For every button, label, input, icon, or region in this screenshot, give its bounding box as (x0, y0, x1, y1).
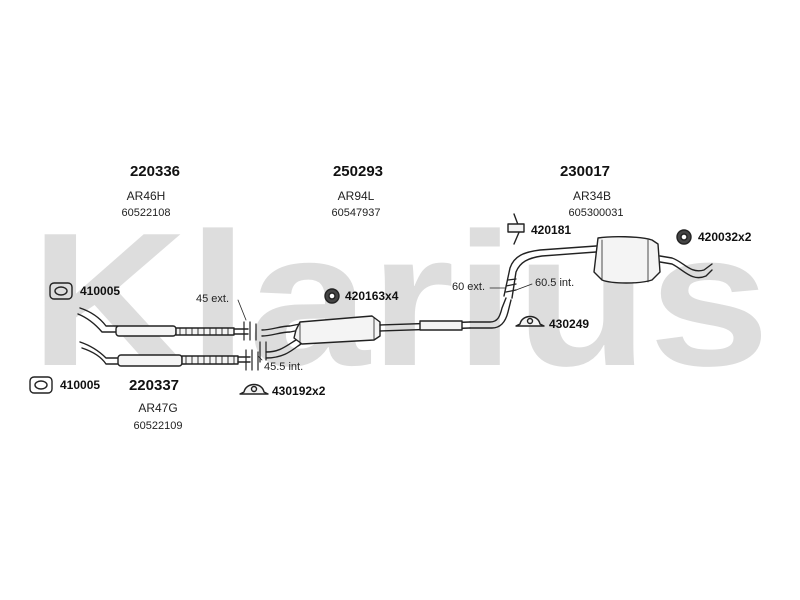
oe-605300031: 605300031 (568, 207, 624, 219)
gasket-410005-top-icon (49, 282, 73, 300)
ring-420032-icon (676, 229, 692, 245)
front-pipe-220337 (79, 341, 251, 367)
measurement-45-5-int: 45.5 int. (264, 361, 304, 373)
accessory-430192x2: 430192x2 (272, 384, 326, 398)
mount-430192-icon (239, 383, 269, 395)
front-pipe-220336 (77, 307, 249, 337)
mount-430249-icon (515, 315, 545, 327)
part-number-220337: 220337 (128, 377, 180, 394)
oe-60522109: 60522109 (133, 420, 183, 432)
watermark-text: Klarius (30, 194, 770, 406)
accessory-410005-bottom: 410005 (60, 378, 101, 392)
measurement-60-ext: 60 ext. (452, 281, 486, 293)
clamps-front (243, 321, 267, 371)
code-ar47g: AR47G (138, 401, 178, 415)
accessory-410005-top: 410005 (80, 284, 121, 298)
part-number-250293: 250293 (332, 163, 384, 180)
measurement-45-ext: 45 ext. (196, 293, 230, 305)
measurement-60-5-int: 60.5 int. (535, 277, 575, 289)
ring-420163-icon (324, 288, 340, 304)
measurement-leaders (237, 283, 533, 361)
accessory-420181: 420181 (531, 223, 572, 237)
accessory-420032x2: 420032x2 (698, 230, 752, 244)
code-ar46h: AR46H (126, 189, 166, 203)
gasket-410005-bottom-icon (29, 376, 53, 394)
accessory-430249: 430249 (549, 317, 590, 331)
accessory-420163x4: 420163x4 (345, 289, 399, 303)
code-ar94l: AR94L (337, 189, 375, 203)
part-number-220336: 220336 (129, 163, 181, 180)
oe-60522108: 60522108 (121, 207, 171, 219)
rear-section-230017 (503, 235, 713, 299)
hanger-420181-icon (507, 213, 525, 245)
part-number-230017: 230017 (559, 163, 611, 180)
center-section-250293 (261, 297, 512, 359)
code-ar34b: AR34B (572, 189, 612, 203)
oe-60547937: 60547937 (331, 207, 381, 219)
